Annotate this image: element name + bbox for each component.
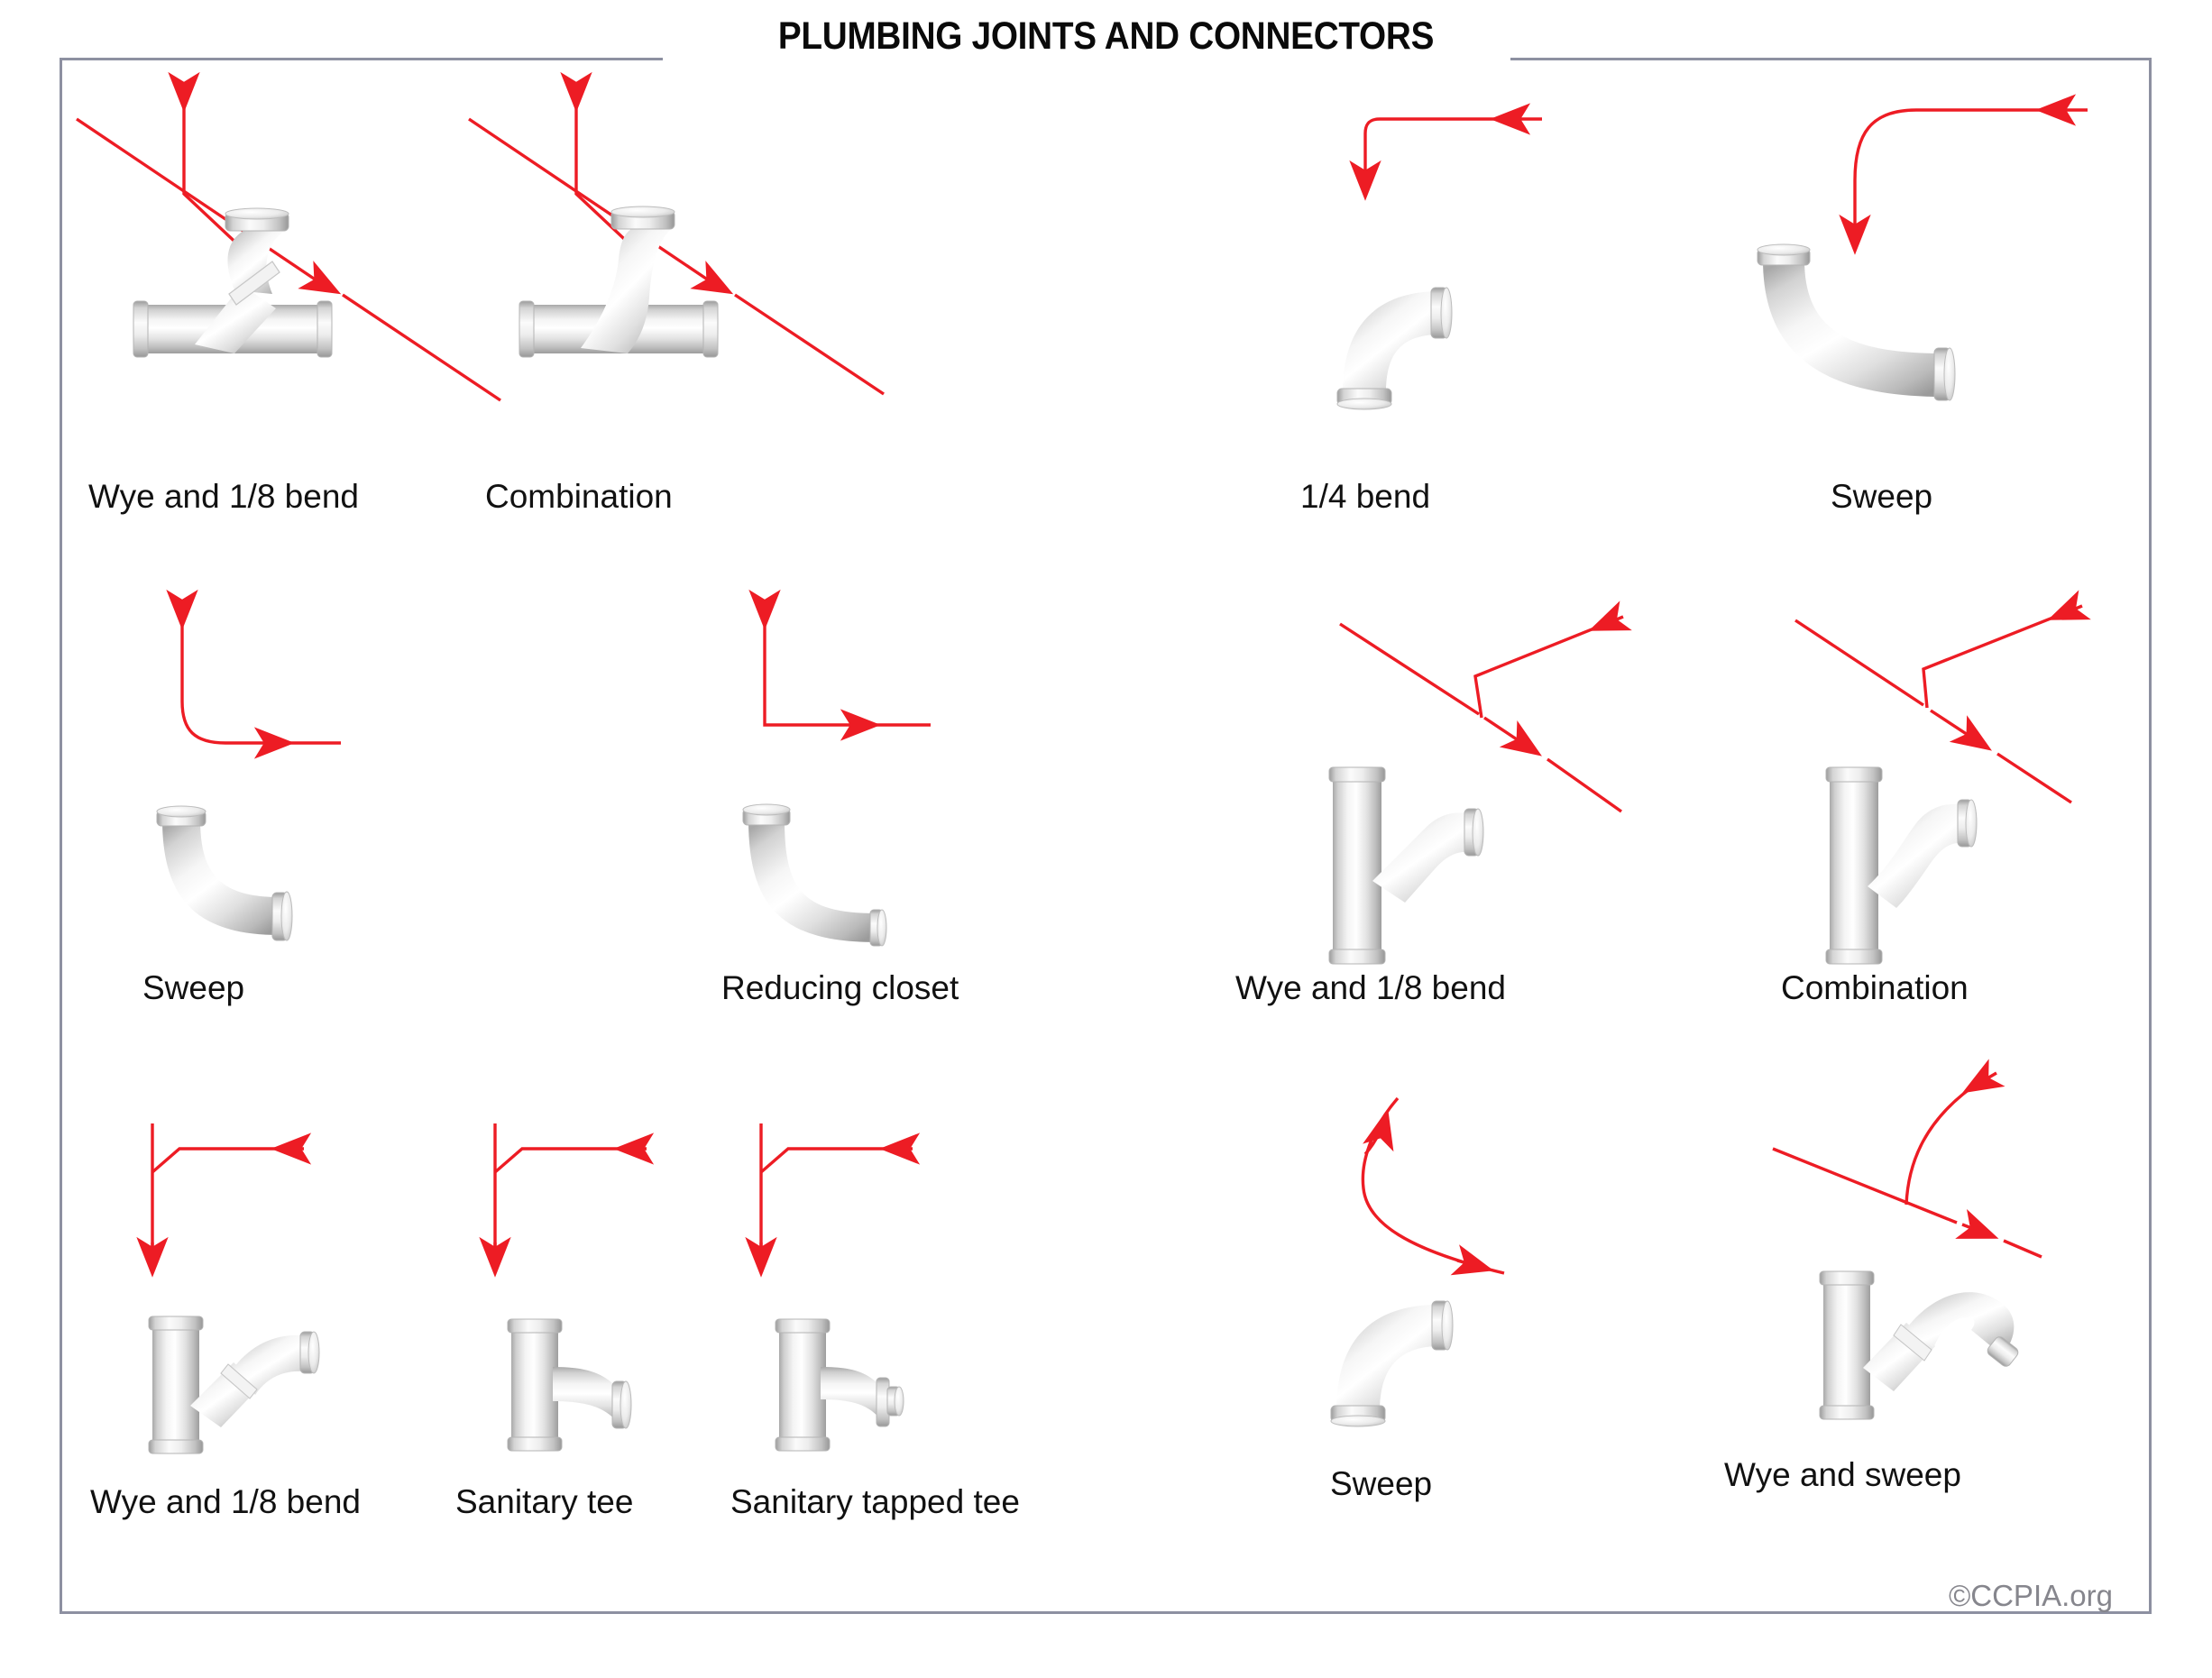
pipe-fitting-combination-vertical-1 bbox=[1815, 762, 1996, 969]
flow-arrow-diagonal-with-vee-branch-2 bbox=[1718, 590, 2205, 830]
flow-arrow-diagonal-with-vertical-branch-2 bbox=[464, 71, 933, 396]
fitting-label: 1/4 bend bbox=[1300, 478, 1431, 515]
pipe-fitting-combination-horizontal-1 bbox=[514, 206, 757, 370]
page-title: PLUMBING JOINTS AND CONNECTORS bbox=[777, 14, 1435, 58]
fitting-label: Wye and 1/8 bend bbox=[1235, 969, 1506, 1006]
fitting-cell-sanitary-tee: Sanitary tee bbox=[455, 1118, 789, 1533]
pipe-fitting-sweep-elbow bbox=[153, 805, 334, 956]
pipe-fitting-sanitary-tee bbox=[499, 1315, 661, 1459]
pipe-fitting-sweep-large-radius bbox=[1752, 243, 1978, 424]
fitting-label: Reducing closet bbox=[721, 969, 959, 1006]
fitting-cell-wye-and-eighth-bend-3: Wye and 1/8 bend bbox=[90, 1118, 500, 1533]
pipe-fitting-sanitary-tapped-tee bbox=[766, 1315, 929, 1459]
fitting-label: Sanitary tapped tee bbox=[730, 1483, 1020, 1520]
fitting-cell-wye-and-sweep: Wye and sweep bbox=[1724, 1055, 2173, 1542]
flow-arrow-square-corner-down-to-right bbox=[739, 589, 1163, 802]
fitting-label: Sweep bbox=[142, 969, 245, 1006]
fitting-cell-sweep-3: Sweep bbox=[1280, 1073, 1677, 1542]
fitting-cell-combination-1: Combination bbox=[464, 71, 933, 550]
fitting-cell-reducing-closet: Reducing closet bbox=[721, 589, 1163, 1028]
pipe-fitting-wye-and-eighth-bend-vertical-1 bbox=[1318, 762, 1499, 969]
pipe-fitting-wye-and-eighth-bend-horizontal-1 bbox=[128, 207, 372, 370]
flow-arrow-diagonal-with-vertical-branch-1 bbox=[72, 71, 541, 402]
title-frame-gap bbox=[663, 40, 1510, 79]
flow-arrow-down-with-angled-inlet-1 bbox=[136, 1118, 500, 1298]
flow-arrow-wide-curve-right-to-down bbox=[1736, 81, 2160, 316]
flow-arrow-diagonal-with-curved-branch bbox=[1740, 1055, 2173, 1307]
fitting-label: Wye and sweep bbox=[1724, 1456, 1961, 1493]
flow-arrow-s-curve-double-head bbox=[1280, 1073, 1677, 1307]
fitting-label: Combination bbox=[1781, 969, 1969, 1006]
pipe-fitting-wye-and-eighth-bend-vertical-branch bbox=[140, 1312, 329, 1461]
fitting-label: Sanitary tee bbox=[455, 1483, 634, 1520]
fitting-label: Wye and 1/8 bend bbox=[88, 478, 359, 515]
copyright-credit: ©CCPIA.org bbox=[1948, 1579, 2113, 1612]
fitting-label: Combination bbox=[485, 478, 673, 515]
flow-arrow-down-with-angled-inlet-2 bbox=[479, 1118, 789, 1298]
fitting-cell-sweep-2: Sweep bbox=[142, 589, 577, 1028]
flow-arrow-down-with-angled-inlet-3 bbox=[745, 1118, 1109, 1298]
fitting-cell-wye-and-eighth-bend-2: Wye and 1/8 bend bbox=[1235, 595, 1731, 1028]
fitting-label: Wye and 1/8 bend bbox=[90, 1483, 361, 1520]
pipe-fitting-reducing-closet bbox=[739, 803, 929, 960]
pipe-fitting-quarter-bend bbox=[1330, 266, 1483, 410]
fitting-cell-sweep-1: Sweep bbox=[1736, 81, 2160, 550]
pipe-fitting-wye-and-sweep bbox=[1811, 1267, 2036, 1429]
fitting-label: Sweep bbox=[1831, 478, 1933, 515]
flow-arrow-rounded-corner-down-to-right bbox=[153, 589, 577, 802]
fitting-cell-wye-and-eighth-bend-1: Wye and 1/8 bend bbox=[72, 71, 541, 550]
fitting-cell-combination-2: Combination bbox=[1718, 590, 2187, 1028]
flow-arrow-tight-corner-right-to-down bbox=[1271, 81, 1668, 316]
fitting-cell-quarter-bend: 1/4 bend bbox=[1271, 81, 1668, 550]
flow-arrow-diagonal-with-vee-branch-1 bbox=[1262, 595, 1767, 830]
pipe-fitting-sweep-quarter bbox=[1326, 1285, 1497, 1429]
fitting-label: Sweep bbox=[1330, 1465, 1433, 1502]
fitting-cell-sanitary-tapped-tee: Sanitary tapped tee bbox=[730, 1118, 1109, 1533]
